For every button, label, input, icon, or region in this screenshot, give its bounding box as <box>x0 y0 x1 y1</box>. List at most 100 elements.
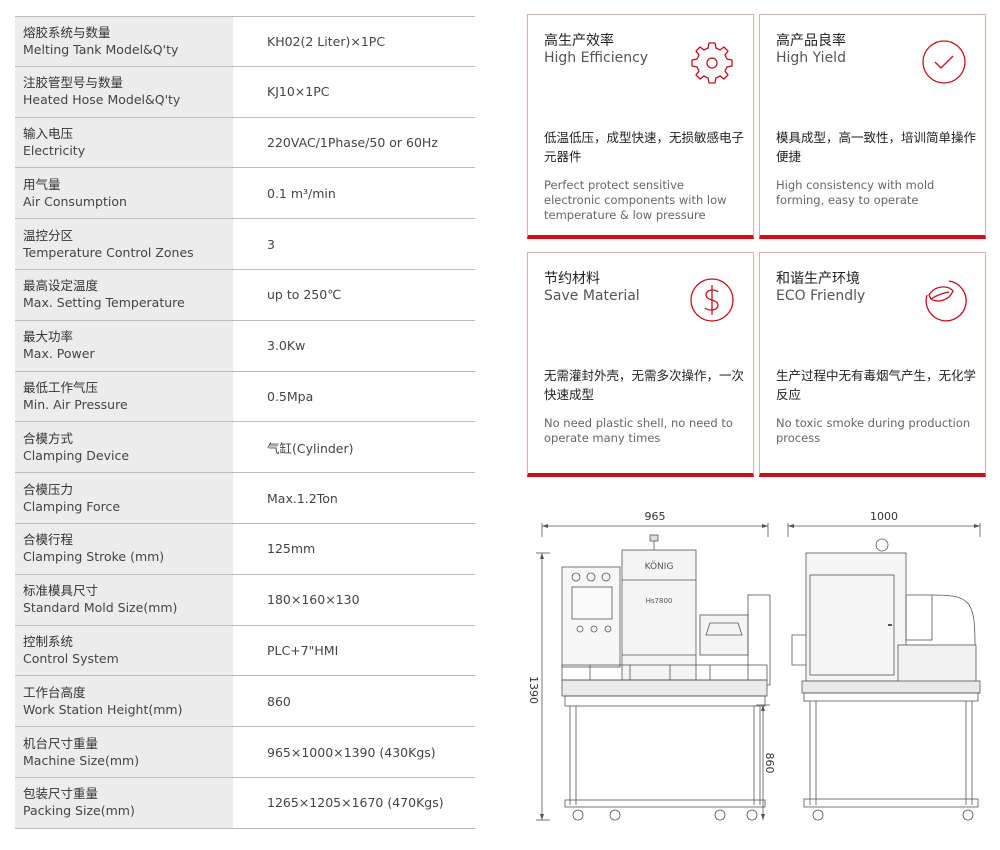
spec-label-zh: 熔胶系统与数量 <box>23 24 111 40</box>
spec-value: 125mm <box>267 541 316 557</box>
spec-label-zh: 温控分区 <box>23 227 74 243</box>
feature-card-high-efficiency: 高生产效率 High Efficiency 低温低压，成型快速，无损敏感电子元器… <box>527 14 754 239</box>
feature-card-high-yield: 高产品良率 High Yield 模具成型，高一致性，培训简单操作便捷 High… <box>759 14 986 239</box>
spec-label-zh: 注胶管型号与数量 <box>23 75 124 91</box>
spec-label-en: Max. Power <box>23 346 95 362</box>
spec-label-zh: 输入电压 <box>23 125 74 141</box>
spec-value: 气缸(Cylinder) <box>267 440 354 456</box>
spec-value: 3 <box>267 236 275 252</box>
spec-value: up to 250℃ <box>267 287 342 303</box>
spec-value: KH02(2 Liter)×1PC <box>267 33 386 49</box>
spec-label-zh: 用气量 <box>23 176 61 192</box>
checkmark-circle-icon <box>922 40 966 84</box>
spec-label-en: Temperature Control Zones <box>23 244 194 260</box>
card-desc-en: No toxic smoke during production process <box>776 416 971 445</box>
spec-label-zh: 控制系统 <box>23 633 74 649</box>
spec-value: 220VAC/1Phase/50 or 60Hz <box>267 134 438 150</box>
side-width-dimension: 1000 <box>870 510 898 523</box>
spec-label-zh: 合模行程 <box>23 532 74 548</box>
spec-value: 180×160×130 <box>267 592 360 608</box>
front-width-dimension: 965 <box>645 510 666 523</box>
front-view-drawing <box>536 523 771 821</box>
spec-label-en: Clamping Stroke (mm) <box>23 549 165 565</box>
card-title-zh: 高生产效率 <box>544 33 614 49</box>
card-title-en: Save Material <box>544 288 640 304</box>
table-height-dimension: 860 <box>763 753 776 774</box>
spec-label-en: Melting Tank Model&Q'ty <box>23 41 179 57</box>
card-title-en: High Yield <box>776 50 846 66</box>
spec-value: 860 <box>267 693 291 709</box>
spec-value: 0.1 m³/min <box>267 185 336 201</box>
spec-label-zh: 合模方式 <box>23 430 74 446</box>
spec-label-en: Standard Mold Size(mm) <box>23 600 178 616</box>
card-title-zh: 高产品良率 <box>776 33 846 49</box>
spec-label-zh: 合模压力 <box>23 481 74 497</box>
spec-label-en: Work Station Height(mm) <box>23 701 183 717</box>
card-desc-en: Perfect protect sensitive electronic com… <box>544 178 727 222</box>
spec-label-zh: 最高设定温度 <box>23 278 99 294</box>
spec-label-en: Min. Air Pressure <box>23 396 128 412</box>
card-desc-zh: 模具成型，高一致性，培训简单操作便捷 <box>776 130 977 164</box>
spec-value: 3.0Kw <box>267 338 306 354</box>
spec-label-en: Air Consumption <box>23 193 127 209</box>
spec-label-en: Control System <box>23 650 119 666</box>
spec-label-zh: 最大功率 <box>23 329 74 345</box>
spec-label-en: Machine Size(mm) <box>23 752 140 768</box>
machine-drawings: 965 1000 1390 860 KÖNIG Hs7800 <box>527 510 981 821</box>
card-title-en: High Efficiency <box>544 50 649 66</box>
spec-value: Max.1.2Ton <box>267 490 338 506</box>
spec-value: 0.5Mpa <box>267 388 314 404</box>
side-view-drawing <box>787 523 981 821</box>
spec-label-en: Clamping Force <box>23 498 121 514</box>
card-desc-zh: 无需灌封外壳，无需多次操作，一次快速成型 <box>544 368 745 402</box>
spec-label-en: Heated Hose Model&Q'ty <box>23 92 181 108</box>
spec-label-en: Packing Size(mm) <box>23 803 135 819</box>
spec-label-zh: 机台尺寸重量 <box>23 735 99 751</box>
card-title-zh: 节约材料 <box>544 271 600 287</box>
spec-label-zh: 最低工作气压 <box>23 379 99 395</box>
spec-label-en: Clamping Device <box>23 447 130 463</box>
card-title-zh: 和谐生产环境 <box>776 271 860 287</box>
gear-icon <box>691 42 733 84</box>
spec-label-en: Electricity <box>23 142 86 158</box>
spec-label-zh: 包装尺寸重量 <box>23 786 99 802</box>
feature-card-eco-friendly: 和谐生产环境 ECO Friendly 生产过程中无有毒烟气产生，无化学反应 N… <box>759 252 986 477</box>
spec-label-en: Max. Setting Temperature <box>23 295 185 311</box>
card-desc-zh: 低温低压，成型快速，无损敏感电子元器件 <box>544 130 745 164</box>
spec-label-zh: 标准模具尺寸 <box>23 583 99 599</box>
brand-logo: KÖNIG <box>645 561 674 572</box>
total-height-dimension: 1390 <box>527 676 540 704</box>
spec-label-zh: 工作台高度 <box>23 684 86 700</box>
card-desc-en: High consistency with mold forming, easy… <box>776 178 935 207</box>
spec-value: KJ10×1PC <box>267 84 330 100</box>
